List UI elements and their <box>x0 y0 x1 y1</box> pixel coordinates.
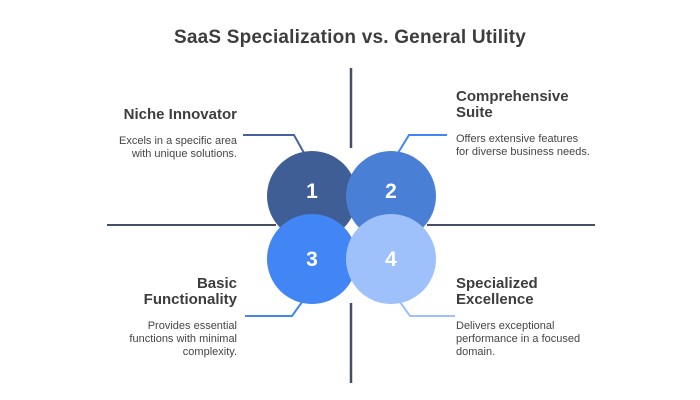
quadrant-heading: Basic Functionality <box>143 275 237 308</box>
quadrant-description: Delivers exceptional performance in a fo… <box>456 320 581 358</box>
circle-number-1: 1 <box>306 180 318 203</box>
circle-number-4: 4 <box>385 248 397 271</box>
connector-basic-functionality <box>245 301 303 317</box>
quadrant-bottom-right: Specialized Excellence Delivers exceptio… <box>456 276 581 359</box>
quadrant-description: Offers extensive features for diverse bu… <box>456 133 590 158</box>
connector-niche-innovator <box>243 134 305 154</box>
quadrant-description: Excels in a specific area with unique so… <box>119 135 237 160</box>
page-title: SaaS Specialization vs. General Utility <box>173 27 527 48</box>
connector-specialized-excellence <box>399 301 455 317</box>
circle-3 <box>267 214 357 304</box>
connector-comprehensive-suite <box>397 134 447 154</box>
quadrant-bottom-left: Basic Functionality Provides essential f… <box>119 276 237 359</box>
circle-number-3: 3 <box>306 248 318 271</box>
quadrant-heading: Specialized Excellence <box>456 275 538 308</box>
circle-4 <box>346 214 436 304</box>
quadrant-top-left: Niche Innovator Excels in a specific are… <box>102 107 237 161</box>
circle-2 <box>346 151 436 241</box>
circle-number-2: 2 <box>385 180 397 203</box>
quadrant-top-right: Comprehensive Suite Offers extensive fea… <box>456 89 591 159</box>
circle-1 <box>267 151 357 241</box>
quadrant-heading: Niche Innovator <box>123 106 237 123</box>
quadrant-description: Provides essential functions with minima… <box>129 320 237 358</box>
quadrant-heading: Comprehensive Suite <box>456 88 569 121</box>
